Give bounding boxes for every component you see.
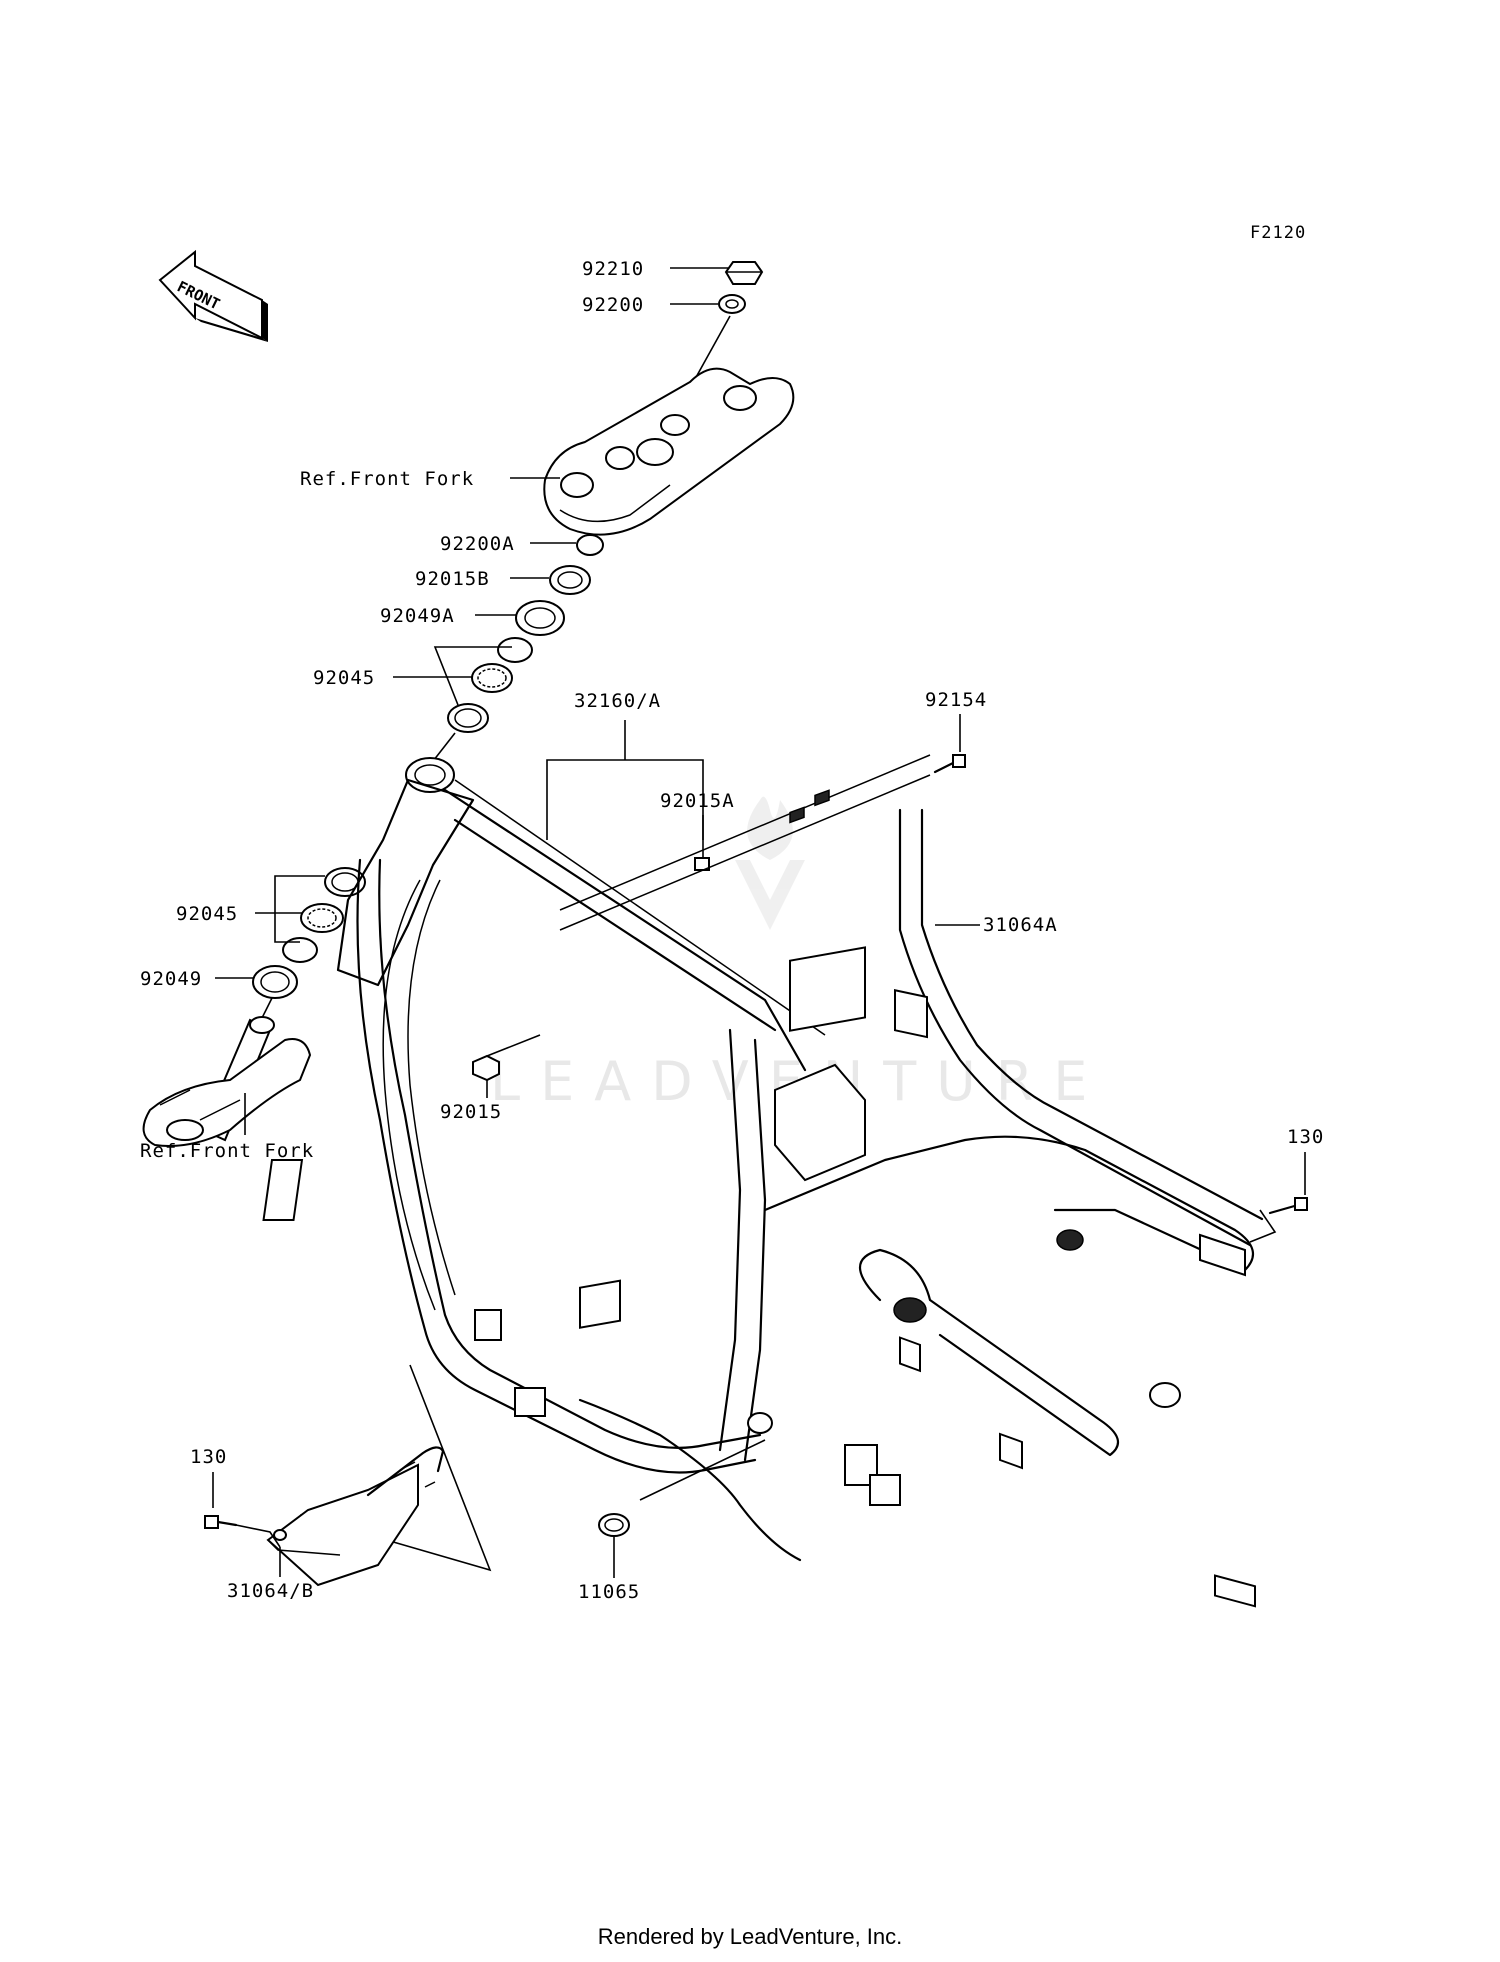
label-ref-front-fork-top: Ref.Front Fork <box>300 468 474 490</box>
label-92015b: 92015B <box>415 568 490 590</box>
upper-triple-clamp-part <box>543 367 795 536</box>
bearing-92045-lower-part <box>282 867 366 963</box>
label-31064b: 31064/B <box>227 1580 314 1602</box>
grommet-11065-part <box>598 1513 630 1537</box>
seal-92049a-hole <box>524 607 556 629</box>
stem-nut-part <box>724 261 764 285</box>
leader-stem-lower <box>261 997 273 1019</box>
footer-credit: Rendered by LeadVenture, Inc. <box>597 1924 903 1949</box>
label-130-left: 130 <box>190 1446 227 1468</box>
bearing-92045-upper-part <box>447 637 533 733</box>
leader-92045-lower-a <box>274 875 325 943</box>
leader-11065-target <box>639 1439 766 1501</box>
steering-stem-part <box>142 1016 312 1147</box>
locknut-92015b-part <box>549 565 591 595</box>
label-11065: 11065 <box>578 1581 640 1603</box>
washer-92200-part <box>718 294 746 314</box>
bolt-130-left-part <box>204 1515 238 1529</box>
label-31064a: 31064A <box>983 914 1058 936</box>
leader-92045-upper-a <box>433 646 512 706</box>
label-92015a: 92015A <box>660 790 735 812</box>
front-arrow-icon: FRONT <box>158 249 268 342</box>
leader-31064b-b <box>267 1539 341 1556</box>
leader-92015-a <box>486 1034 541 1057</box>
label-92045-upper: 92045 <box>313 667 375 689</box>
locknut-92015b-hole <box>557 571 583 589</box>
bolt-130-right-part <box>1268 1197 1308 1215</box>
washer-92200-hole <box>725 299 739 309</box>
label-32160a: 32160/A <box>574 690 661 712</box>
label-92200a: 92200A <box>440 533 515 555</box>
label-92154: 92154 <box>925 689 987 711</box>
watermark: LEADVENTURE <box>490 796 1087 1113</box>
leader-130-left-target <box>235 1524 281 1548</box>
figure-code: F2120 <box>1250 223 1306 243</box>
label-92210: 92210 <box>582 258 644 280</box>
bolt-92154-part <box>933 754 966 774</box>
grommet-11065-hole <box>604 1518 624 1532</box>
label-92049a: 92049A <box>380 605 455 627</box>
leader-130-right-target <box>1249 1209 1277 1243</box>
washer-92200a-part <box>576 534 604 556</box>
label-ref-front-fork-low: Ref.Front Fork <box>140 1140 314 1162</box>
seal-92049-part <box>252 965 298 999</box>
label-130-right: 130 <box>1287 1126 1324 1148</box>
label-92045-lower: 92045 <box>176 903 238 925</box>
seal-92049-hole <box>260 971 290 993</box>
main-frame-part <box>262 754 1264 1608</box>
nut-92015-part <box>472 1054 500 1082</box>
bracket-31064b-part <box>266 1446 445 1587</box>
label-92015: 92015 <box>440 1101 502 1123</box>
label-92200: 92200 <box>582 294 644 316</box>
label-92049: 92049 <box>140 968 202 990</box>
seal-92049a-part <box>515 600 565 636</box>
